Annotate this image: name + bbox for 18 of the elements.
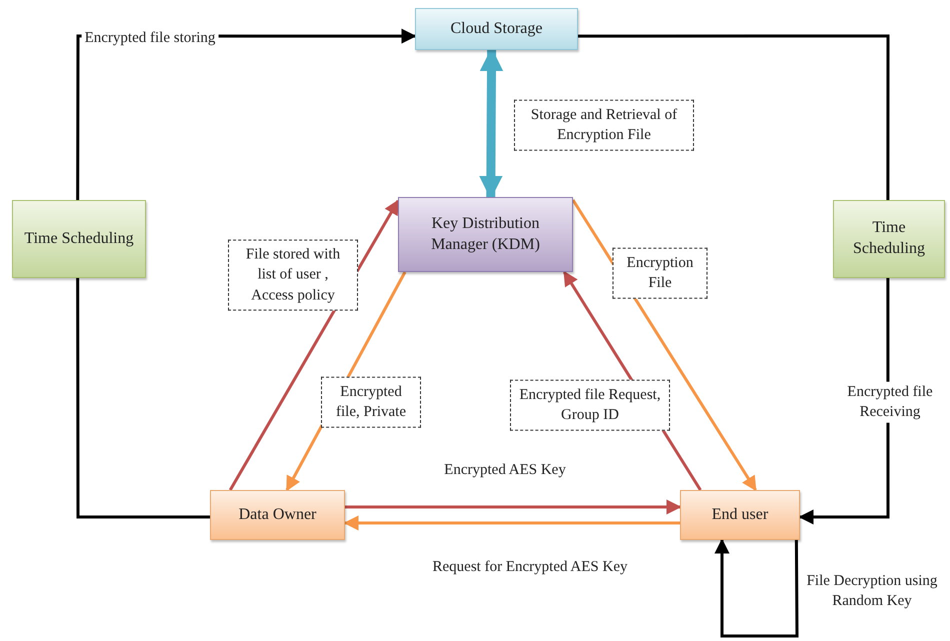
arrow <box>345 500 682 514</box>
connector-line <box>76 278 210 518</box>
process-box: Cloud Storage <box>415 8 578 50</box>
arrow <box>572 199 757 492</box>
edge-label: File stored with list of user , Access policy <box>228 240 358 310</box>
edge-label: Encrypted file, Private <box>321 376 421 428</box>
connector-line <box>578 34 890 200</box>
arrow <box>714 538 798 638</box>
edge-label: Encrypted file Request, Group ID <box>510 380 670 430</box>
double-arrow <box>479 48 504 200</box>
process-box: Time Scheduling <box>833 200 945 278</box>
edge-label: Storage and Retrieval of Encryption File <box>514 100 694 150</box>
process-box: Data Owner <box>210 490 345 540</box>
edge-label: Encryption File <box>612 248 708 298</box>
arrow <box>344 516 680 530</box>
process-box: Time Scheduling <box>12 200 146 278</box>
process-box: Key Distribution Manager (KDM) <box>398 197 573 272</box>
process-box: End user <box>680 490 800 540</box>
